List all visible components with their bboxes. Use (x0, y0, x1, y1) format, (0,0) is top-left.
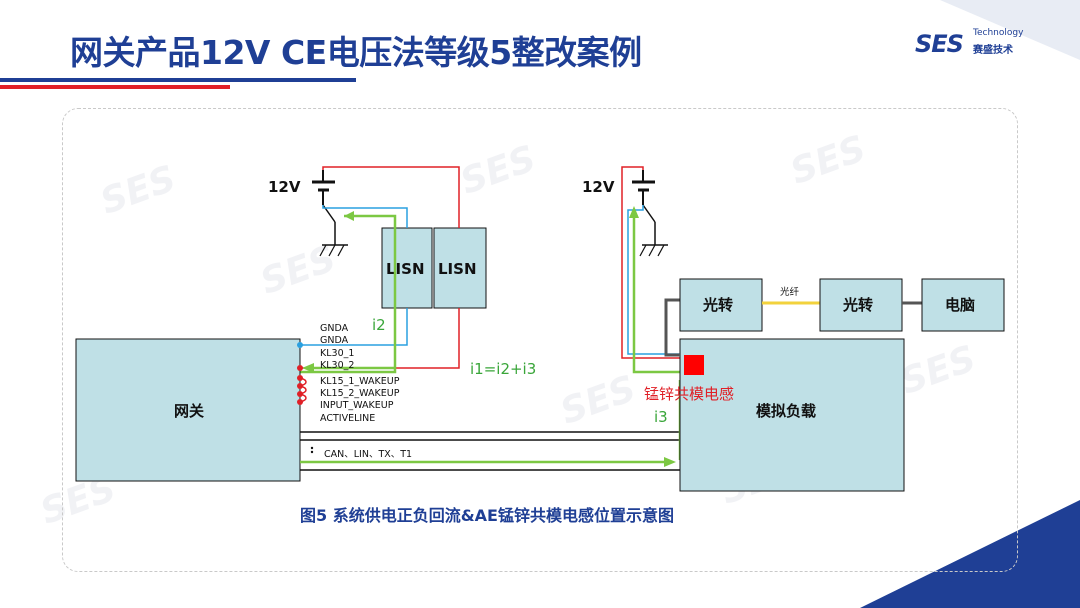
converter-box-1 (679, 278, 763, 332)
right-ground-wire (627, 205, 682, 355)
converter-box-2 (819, 278, 903, 332)
lisn-box-2 (433, 227, 487, 309)
figure-caption: 图5 系统供电正负回流&AE锰锌共模电感位置示意图 (300, 506, 674, 525)
logo-subtitle-cn: 赛盛技术 (973, 45, 1013, 56)
gateway-box (75, 338, 301, 482)
current-i1-label: i1=i2+i3 (470, 360, 536, 378)
current-i3-label: i3 (654, 408, 668, 426)
title-underline-red (0, 85, 230, 89)
pin-label: ACTIVELINE (320, 413, 375, 424)
left-positive-wire (322, 166, 460, 228)
pin-label: GNDA (320, 323, 349, 334)
inductor-marker (684, 355, 704, 375)
lisn-label-2: LISN (438, 260, 477, 278)
current-i2-label: i2 (372, 316, 386, 334)
page-title: 网关产品12V CE电压法等级5整改案例 (70, 33, 642, 72)
computer-box (921, 278, 1005, 332)
bus-label: CAN、LIN、TX、T1 (324, 449, 412, 460)
right-positive-wire (621, 166, 682, 359)
right-supply-label: 12V (582, 178, 615, 196)
pin-label: KL15_2_WAKEUP (320, 388, 400, 399)
i3-current-path (632, 212, 682, 374)
load-to-converter-cable (664, 298, 680, 357)
company-logo: SES Technology 赛盛技术 (915, 26, 1035, 64)
pin-label: INPUT_WAKEUP (320, 400, 394, 411)
lisn-box-1 (381, 227, 433, 309)
inductor-label: 锰锌共模电感 (644, 385, 734, 403)
pin-label: KL30_2 (320, 360, 354, 371)
left-ground-wire-out (300, 308, 408, 346)
content-panel (62, 108, 1018, 572)
load-box (679, 338, 905, 492)
pin-label: KL15_1_WAKEUP (320, 376, 400, 387)
pin-label: KL30_1 (320, 348, 354, 359)
i2-current-path (300, 214, 397, 374)
lisn-label-1: LISN (386, 260, 425, 278)
fiber-label: 光纤 (780, 286, 800, 298)
converter-label-2: 光转 (842, 296, 873, 314)
left-ground-wire (322, 205, 408, 228)
corner-decoration (940, 0, 1080, 60)
title-underline-blue (0, 78, 356, 82)
computer-label: 电脑 (945, 296, 975, 314)
left-supply-label: 12V (268, 178, 301, 196)
logo-subtitle-en: Technology (973, 28, 1024, 38)
load-label: 模拟负载 (756, 402, 816, 420)
converter-label-1: 光转 (702, 296, 733, 314)
gateway-label: 网关 (174, 402, 204, 420)
pin-label: GNDA (320, 335, 349, 346)
logo-brand: SES (915, 30, 964, 58)
